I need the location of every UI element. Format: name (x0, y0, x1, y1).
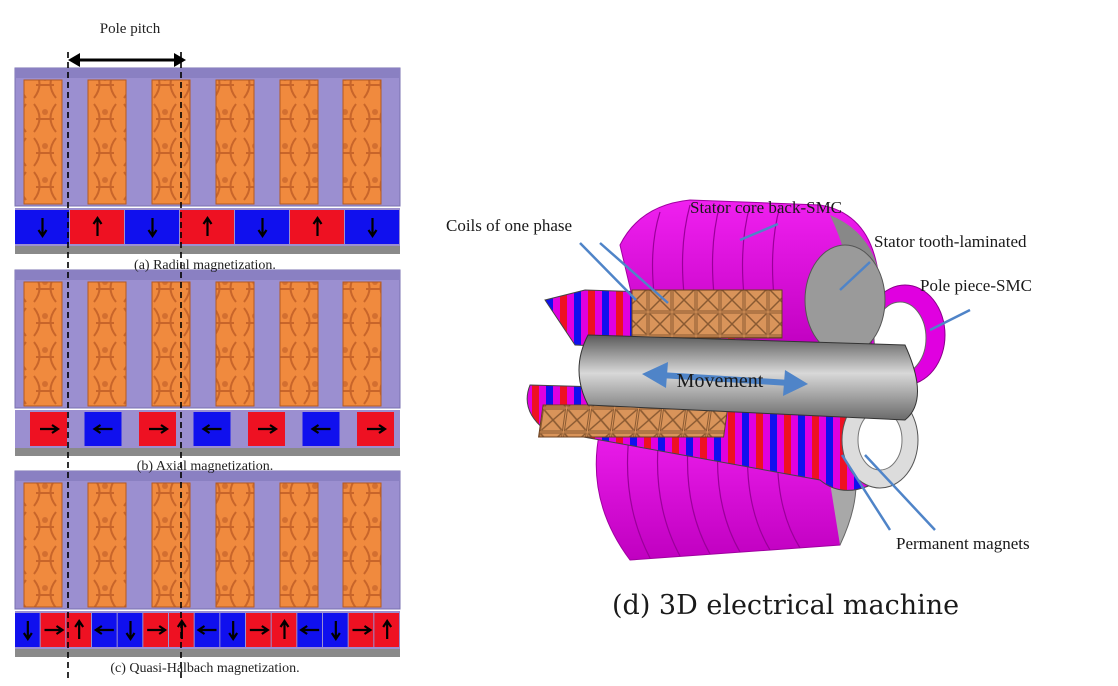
base-plate-2 (15, 448, 400, 456)
leader-magnets-2 (864, 454, 936, 531)
magnet-arrow-2-6 (310, 424, 331, 434)
leader-coils-2 (599, 242, 669, 304)
coil-panel-1-4 (215, 79, 255, 205)
magnet-arrow-3-1 (22, 621, 33, 641)
coil-panel-1-3 (151, 79, 191, 205)
magnet-arrow-1-4 (202, 216, 213, 236)
coil-panel-3-6 (342, 482, 382, 608)
caption-axial: (b) Axial magnetization. (137, 459, 273, 474)
magnet-arrow-3-10 (249, 625, 270, 635)
leader-stator-core (739, 222, 779, 242)
coil-panel-1-2 (87, 79, 127, 205)
coil-panel-2-4 (215, 281, 255, 407)
magnet-arrow-3-12 (299, 625, 320, 635)
magnet-arrow-3-13 (330, 621, 341, 641)
stator-iron-panel-2 (14, 269, 401, 409)
linear-machine-cross-sections: Pole pitch (a) Radial magnetization. (b)… (14, 21, 401, 682)
pole-pitch-arrowhead-left (68, 53, 80, 67)
magnet-arrow-3-11 (279, 619, 290, 639)
coil-panel-2-1 (23, 281, 63, 407)
coil-panel-2-6 (342, 281, 382, 407)
magnet-arrow-3-4 (93, 625, 114, 635)
coil-panel-1-5 (279, 79, 319, 205)
magnet-arrow-1-2 (92, 216, 103, 236)
stator-iron-panel-1 (14, 67, 401, 207)
magnet-arrow-1-5 (257, 218, 268, 238)
caption-3d-machine: (d) 3D electrical machine (612, 590, 960, 621)
movement-arrow (642, 362, 808, 396)
stator-back-panel-3 (15, 471, 400, 481)
coil-panel-3-3 (151, 482, 191, 608)
coil-panel-1-6 (342, 79, 382, 205)
coil-panel-3-2 (87, 482, 127, 608)
machine-3d-illustration: Movement (526, 199, 971, 561)
caption-radial: (a) Radial magnetization. (134, 258, 276, 273)
magnet-arrow-1-1 (37, 218, 48, 238)
magnet-arrow-2-4 (201, 424, 222, 434)
movement-label: Movement (677, 370, 764, 392)
magnet-arrow-3-14 (352, 625, 373, 635)
leader-pole-piece (929, 308, 971, 332)
magnet-arrow-3-3 (74, 619, 85, 639)
label-coils-of-one-phase: Coils of one phase (446, 216, 573, 235)
coil-panel-2-3 (151, 281, 191, 407)
coil-panel-3-4 (215, 482, 255, 608)
base-plate-1 (15, 246, 400, 254)
label-pole-piece: Pole piece-SMC (920, 276, 1032, 295)
magnet-arrow-2-2 (92, 424, 113, 434)
magnet-arrow-3-6 (147, 625, 168, 635)
magnet-arrow-3-7 (176, 619, 187, 639)
pole-pitch-arrowhead-right (174, 53, 186, 67)
stator-back-panel-1 (15, 68, 400, 78)
magnet-arrow-1-6 (312, 216, 323, 236)
magnet-arrow-3-15 (382, 619, 393, 639)
magnet-arrow-2-1 (40, 424, 60, 434)
pole-pitch-label: Pole pitch (100, 21, 161, 37)
stator-iron-panel-3 (14, 470, 401, 610)
label-stator-core-back: Stator core back-SMC (690, 198, 843, 217)
coil-panel-2-2 (87, 281, 127, 407)
magnet-arrow-2-5 (258, 424, 278, 434)
coil-panel-3-1 (23, 482, 63, 608)
base-plate-3 (15, 649, 400, 657)
magnet-arrow-3-2 (44, 625, 65, 635)
label-permanent-magnets: Permanent magnets (896, 534, 1030, 553)
coil-panel-3-5 (279, 482, 319, 608)
leader-magnets-1 (840, 454, 892, 531)
coil-panel-2-5 (279, 281, 319, 407)
coils-top (631, 289, 783, 339)
magnet-arrow-3-8 (196, 625, 217, 635)
leader-coils-1 (579, 242, 637, 301)
caption-quasi-halbach: (c) Quasi-Halbach magnetization. (110, 661, 299, 676)
leader-stator-tooth (839, 261, 871, 291)
magnet-arrow-1-7 (367, 218, 378, 238)
magnet-arrow-2-7 (367, 424, 387, 434)
magnet-arrow-3-9 (228, 621, 239, 641)
magnet-arrow-2-3 (149, 424, 169, 434)
magnet-arrow-3-5 (125, 621, 136, 641)
coil-panel-1-1 (23, 79, 63, 205)
stator-back-panel-2 (15, 270, 400, 280)
magnet-arrow-1-3 (147, 218, 158, 238)
label-stator-tooth: Stator tooth-laminated (874, 232, 1027, 251)
